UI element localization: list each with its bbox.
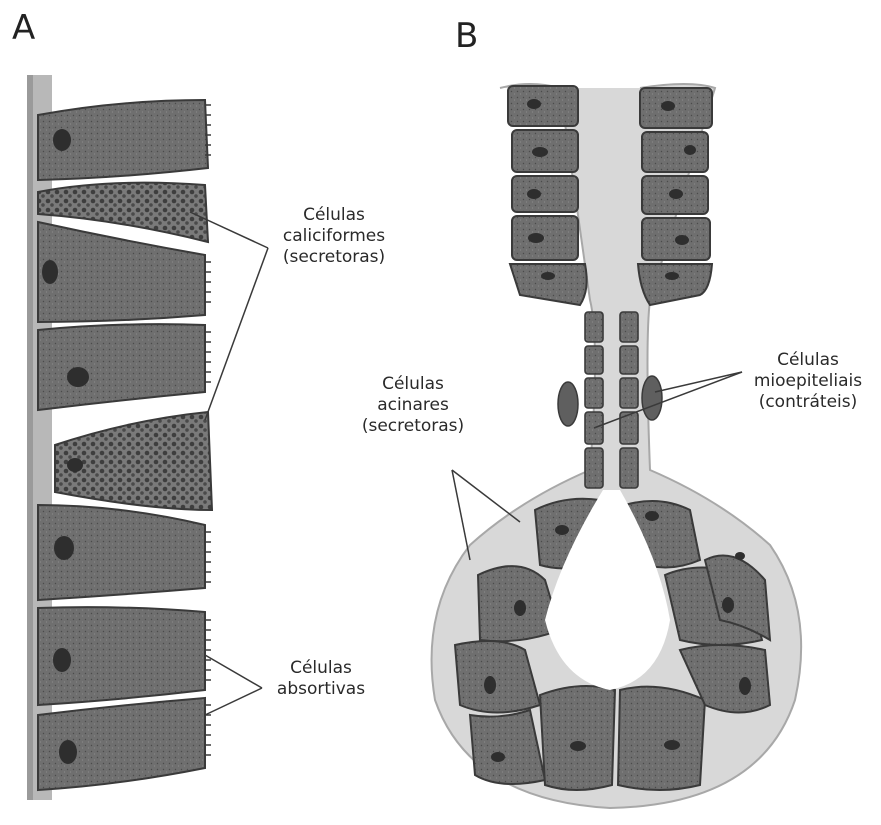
neck-cell: [585, 378, 603, 408]
label-line: Células: [262, 658, 380, 679]
nucleus: [555, 525, 569, 535]
duct-cell: [512, 176, 578, 212]
nucleus: [528, 233, 544, 243]
myoepithelial-cell: [558, 382, 578, 426]
label-line: (secretoras): [355, 416, 471, 437]
panel-a-epithelium: [28, 75, 212, 800]
label-line: mioepiteliais: [742, 371, 874, 392]
absorptive-cells-label: Células absortivas: [262, 658, 380, 700]
acinar-cells-label: Células acinares (secretoras): [355, 374, 471, 437]
nucleus: [527, 189, 541, 199]
nucleus: [664, 740, 680, 750]
neck-cell: [620, 312, 638, 342]
nucleus: [67, 367, 89, 387]
nucleus: [59, 740, 77, 764]
absorptive-cell: [38, 324, 205, 410]
acinar-cell: [540, 686, 615, 790]
nucleus: [735, 552, 745, 560]
neck-cell: [585, 346, 603, 374]
myoepithelial-cell: [642, 376, 662, 420]
duct-cell: [508, 86, 578, 126]
duct-cell: [512, 216, 578, 260]
label-line: (secretoras): [268, 247, 400, 268]
label-line: caliciformes: [268, 226, 400, 247]
nucleus: [53, 648, 71, 672]
nucleus: [570, 741, 586, 751]
duct-cell: [640, 88, 712, 128]
goblet-leader: [205, 248, 268, 420]
nucleus: [541, 272, 555, 280]
neck-cell: [620, 378, 638, 408]
duct-cell: [638, 264, 712, 305]
nucleus: [684, 145, 696, 155]
absorptive-leader: [205, 655, 262, 688]
nucleus: [532, 147, 548, 157]
nucleus: [739, 677, 751, 695]
neck-cell: [620, 448, 638, 488]
label-line: acinares: [355, 395, 471, 416]
neck-cell: [585, 312, 603, 342]
neck-cell: [585, 448, 603, 488]
panel-letter-a: A: [12, 8, 35, 48]
nucleus: [484, 676, 496, 694]
nucleus: [514, 600, 526, 616]
nucleus: [42, 260, 58, 284]
absorptive-cell: [38, 222, 205, 322]
acinar-cell: [618, 687, 705, 790]
acinar-leader: [452, 470, 520, 522]
nucleus: [67, 458, 83, 472]
duct-cell: [510, 264, 587, 305]
label-line: (contráteis): [742, 392, 874, 413]
label-line: Células: [268, 205, 400, 226]
myoepithelial-cells-label: Células mioepiteliais (contráteis): [742, 350, 874, 413]
nucleus: [54, 536, 74, 560]
neck-cell: [620, 346, 638, 374]
nucleus: [491, 752, 505, 762]
nucleus: [665, 272, 679, 280]
label-line: Células: [742, 350, 874, 371]
label-line: Células: [355, 374, 471, 395]
nucleus: [661, 101, 675, 111]
nucleus: [527, 99, 541, 109]
panel-letter-b: B: [455, 16, 478, 56]
absorptive-leader: [205, 688, 262, 715]
nucleus: [669, 189, 683, 199]
label-line: absortivas: [262, 679, 380, 700]
nucleus: [675, 235, 689, 245]
panel-b-gland: [432, 84, 802, 808]
duct-cell: [642, 132, 708, 172]
acinar-leader: [452, 470, 470, 560]
goblet-cells-label: Células caliciformes (secretoras): [268, 205, 400, 268]
nucleus: [645, 511, 659, 521]
nucleus: [53, 129, 71, 151]
nucleus: [722, 597, 734, 613]
